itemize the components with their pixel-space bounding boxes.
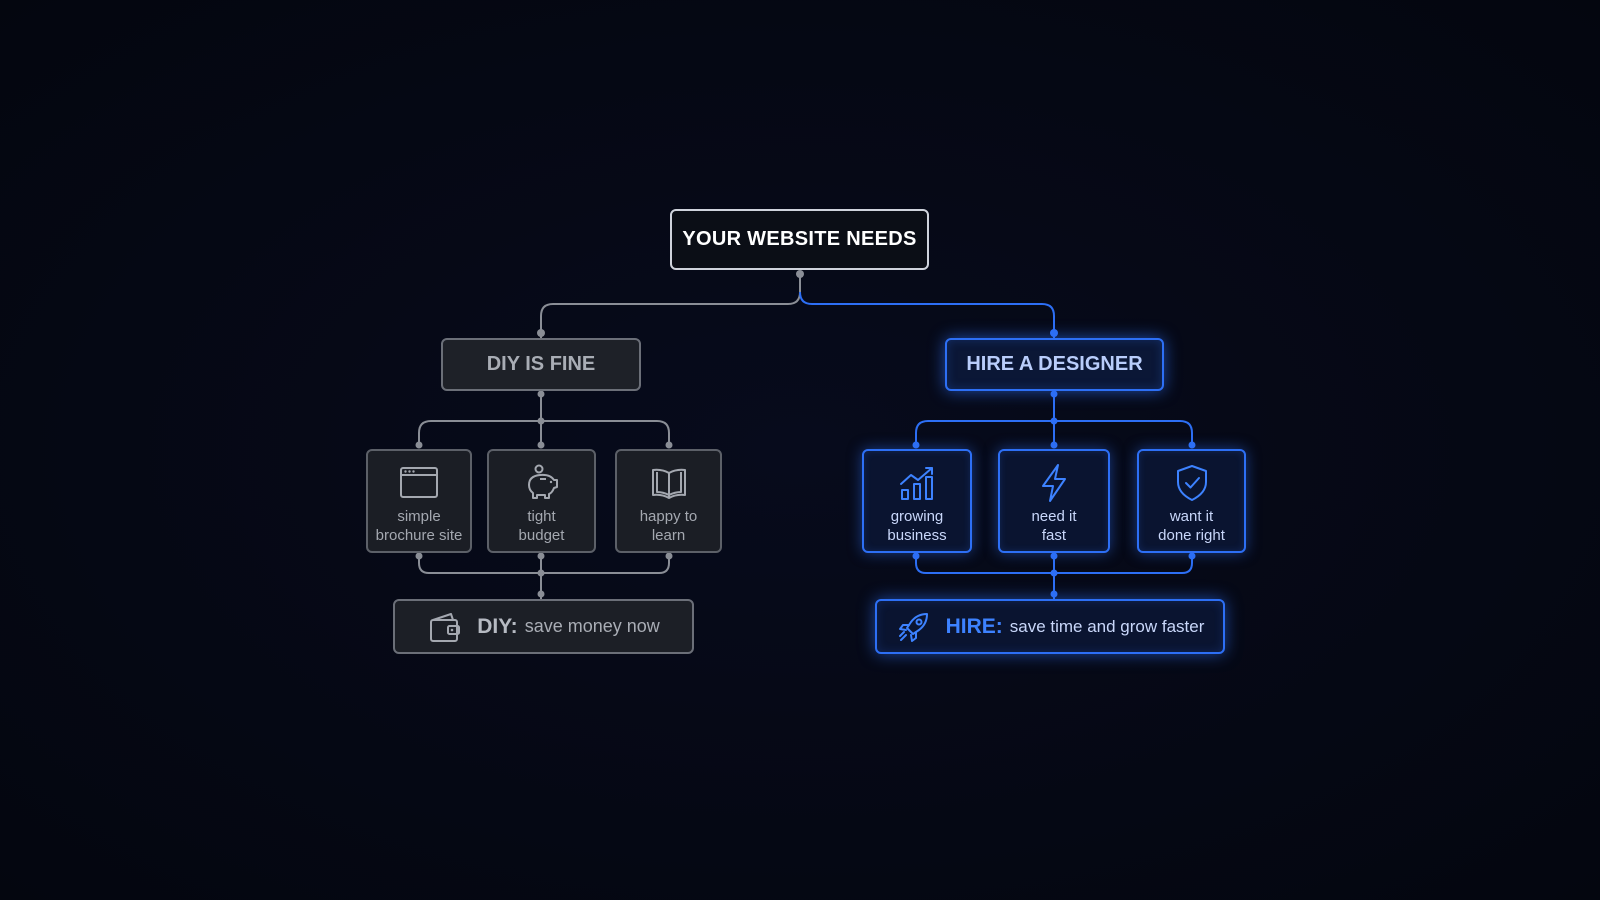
diy-connectors: [418, 272, 801, 599]
lightning-bolt-icon: [1042, 464, 1066, 502]
diy-result-tag: DIY:: [477, 614, 518, 638]
hire-reason-label: want it done right: [1158, 508, 1225, 544]
diy-reason-card: happy to learn: [615, 449, 722, 553]
hire-result-node: HIRE: save time and grow faster: [875, 599, 1225, 654]
piggy-bank-icon: [527, 464, 558, 499]
hire-reason-card: need it fast: [998, 449, 1110, 553]
rocket-icon: [898, 612, 928, 642]
diy-reason-label: tight budget: [518, 508, 565, 544]
hire-reason-label: need it fast: [1031, 508, 1077, 544]
hire-reason-card: growing business: [862, 449, 972, 553]
diy-reason-label: simple brochure site: [375, 508, 463, 544]
diy-branch-node: DIY IS FINE: [441, 338, 641, 391]
diy-reason-card: simple brochure site: [366, 449, 472, 553]
growth-chart-icon: [900, 467, 933, 500]
root-node: YOUR WEBSITE NEEDS: [670, 209, 929, 270]
diy-reason-label: happy to learn: [639, 508, 698, 544]
diy-result-text: save money now: [524, 616, 660, 636]
hire-branch-title: HIRE A DESIGNER: [966, 353, 1143, 375]
shield-check-icon: [1176, 465, 1207, 501]
root-node-label: YOUR WEBSITE NEEDS: [682, 228, 917, 250]
diy-reason-card: tight budget: [487, 449, 596, 553]
hire-branch-node: HIRE A DESIGNER: [945, 338, 1164, 391]
diy-connector-dots: [415, 270, 804, 598]
diy-result-node: DIY: save money now: [393, 599, 694, 654]
hire-reason-label: growing business: [887, 508, 947, 544]
hire-reason-card: want it done right: [1137, 449, 1246, 553]
open-book-icon: [651, 468, 686, 499]
hire-result-text: save time and grow faster: [1009, 616, 1205, 636]
hire-result-tag: HIRE:: [945, 614, 1003, 638]
browser-window-icon: [400, 467, 438, 498]
diy-branch-title: DIY IS FINE: [486, 353, 596, 375]
wallet-icon: [430, 612, 461, 642]
